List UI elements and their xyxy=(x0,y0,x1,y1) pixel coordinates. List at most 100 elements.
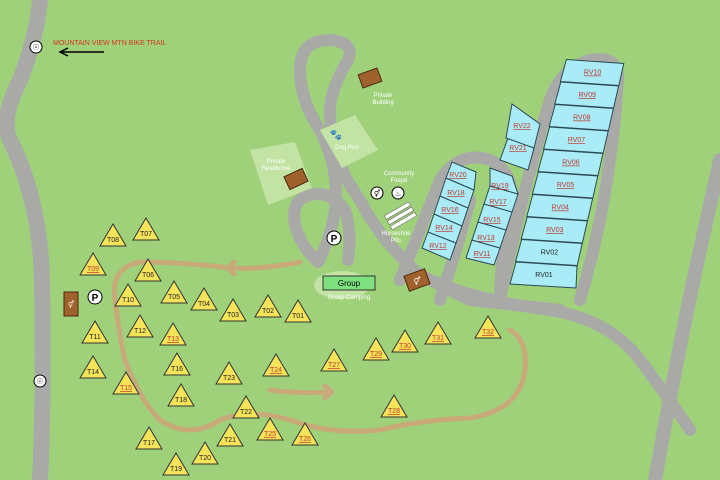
rv-site-label: RV18 xyxy=(447,190,464,197)
dog-run-area xyxy=(320,115,378,168)
tent-site-label: T01 xyxy=(292,313,304,320)
fire-icon: ♨ xyxy=(391,186,405,200)
rv-site-label: RV21 xyxy=(509,145,526,152)
rv-site-rv19[interactable]: RV19 xyxy=(489,167,519,195)
svg-text:🐾: 🐾 xyxy=(330,129,342,141)
rv-site-label: RV12 xyxy=(429,243,446,250)
tent-site-label: T08 xyxy=(107,237,119,244)
tent-site-marker xyxy=(190,287,218,311)
rv-site-label: RV19 xyxy=(491,183,508,190)
tent-site-marker xyxy=(163,352,191,376)
restroom-icon: ⚥ xyxy=(413,276,420,286)
tent-site-label: T29 xyxy=(370,351,382,358)
tent-site-label: T16 xyxy=(171,366,183,373)
tent-site-label: T11 xyxy=(89,334,101,341)
rv-site-rv06[interactable]: RV06 xyxy=(537,148,604,177)
tent-site-t15[interactable]: T15 xyxy=(112,371,140,395)
tent-site-marker xyxy=(291,422,319,446)
restroom-icon: ⚥ xyxy=(68,300,74,309)
tent-site-label: T23 xyxy=(223,375,235,382)
tent-site-t31[interactable]: T31 xyxy=(424,321,452,345)
tent-site-t24[interactable]: T24 xyxy=(262,353,290,377)
rv-site-rv08[interactable]: RV08 xyxy=(548,103,615,132)
tent-site-label: T17 xyxy=(143,440,155,447)
rv-site-label: RV10 xyxy=(584,70,601,77)
tent-site-t03: T03 xyxy=(219,298,247,322)
restroom-building xyxy=(403,268,431,292)
tent-site-t28[interactable]: T28 xyxy=(380,394,408,418)
rv-site-label: RV06 xyxy=(562,160,579,167)
tent-site-label: T22 xyxy=(240,409,252,416)
svg-text:P: P xyxy=(331,234,338,245)
tent-site-label: T31 xyxy=(432,335,444,342)
tent-site-marker xyxy=(112,371,140,395)
rv-site-pad xyxy=(520,216,589,244)
rv-site-label: RV07 xyxy=(568,137,585,144)
tent-site-label: T03 xyxy=(227,312,239,319)
rv-site-pad xyxy=(505,103,541,149)
tent-site-marker xyxy=(135,426,163,450)
horseshoe-pits xyxy=(384,201,417,231)
tent-site-t13[interactable]: T13 xyxy=(159,322,187,346)
rv-site-pad xyxy=(531,171,599,199)
tent-site-t10: T10 xyxy=(114,283,142,307)
highway-right xyxy=(648,153,720,480)
tent-site-marker xyxy=(380,394,408,418)
rv-site-rv22[interactable]: RV22 xyxy=(505,103,541,149)
tent-site-t32[interactable]: T32 xyxy=(474,315,502,339)
tent-site-t02: T02 xyxy=(254,294,282,318)
bike-trail-branch xyxy=(267,383,335,401)
private-residence xyxy=(283,167,309,191)
rv-site-label: RV09 xyxy=(579,92,596,99)
tent-site-t04: T04 xyxy=(190,287,218,311)
tent-site-marker xyxy=(219,298,247,322)
tent-site-label: T04 xyxy=(198,301,210,308)
tent-site-marker xyxy=(254,294,282,318)
rv-site-label: RV04 xyxy=(552,205,569,212)
tent-site-t09[interactable]: T09 xyxy=(79,252,107,276)
rv-site-rv09[interactable]: RV09 xyxy=(554,81,620,109)
tent-site-label: T25 xyxy=(264,431,276,438)
tent-site-label: T21 xyxy=(224,437,236,444)
rv-site-rv03[interactable]: RV03 xyxy=(520,216,589,244)
tent-site-marker xyxy=(320,348,348,372)
tent-site-t21: T21 xyxy=(216,423,244,447)
rv-site-label: RV13 xyxy=(477,235,494,242)
rv-site-rv04[interactable]: RV04 xyxy=(526,193,594,222)
group-camping-site[interactable] xyxy=(322,275,376,291)
horseshoe-pits-label-2: Pits xyxy=(391,238,401,244)
tent-site-t29[interactable]: T29 xyxy=(362,337,390,361)
tent-site-t30[interactable]: T30 xyxy=(391,329,419,353)
svg-text:⚥: ⚥ xyxy=(68,300,74,309)
tent-site-label: T07 xyxy=(140,231,152,238)
rv-site-rv01: RV01 xyxy=(509,261,578,289)
rv-site-rv20[interactable]: RV20 xyxy=(445,161,477,191)
tent-site-marker xyxy=(232,395,260,419)
tent-site-t11: T11 xyxy=(81,320,109,344)
tent-site-label: T30 xyxy=(399,343,411,350)
tent-site-t26[interactable]: T26 xyxy=(291,422,319,446)
rv-site-rv05[interactable]: RV05 xyxy=(531,171,599,199)
tent-site-t05: T05 xyxy=(160,280,188,304)
tent-site-t17: T17 xyxy=(135,426,163,450)
tent-site-marker xyxy=(99,223,127,247)
tent-site-marker xyxy=(79,252,107,276)
tent-site-t25[interactable]: T25 xyxy=(256,417,284,441)
tent-site-marker xyxy=(284,299,312,323)
rv-site-rv10[interactable]: RV10 xyxy=(559,58,625,87)
private-building xyxy=(357,67,383,89)
rv-site-rv07[interactable]: RV07 xyxy=(542,126,609,154)
rv-site-pad xyxy=(509,261,578,289)
svg-text:☉: ☉ xyxy=(36,377,43,386)
trail-label[interactable]: MOUNTAIN VIEW MTN BIKE TRAIL xyxy=(53,40,166,47)
tent-site-marker xyxy=(81,320,109,344)
tent-site-t27[interactable]: T27 xyxy=(320,348,348,372)
tent-site-label: T14 xyxy=(87,369,99,376)
tent-site-t06: T06 xyxy=(134,258,162,282)
tent-site-t16: T16 xyxy=(163,352,191,376)
tent-site-marker xyxy=(191,441,219,465)
tent-site-marker xyxy=(256,417,284,441)
rv-site-label: RV16 xyxy=(441,207,458,214)
tent-site-marker xyxy=(79,355,107,379)
tent-site-marker xyxy=(474,315,502,339)
